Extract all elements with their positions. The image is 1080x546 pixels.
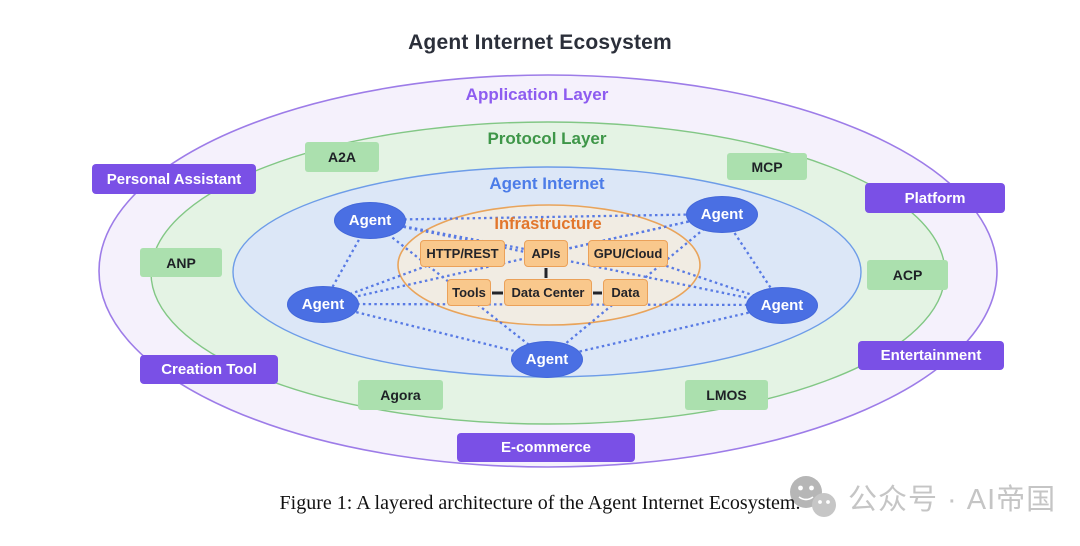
- protocol-layer-label: Protocol Layer: [487, 129, 607, 148]
- application-label-entertainment: Entertainment: [858, 341, 1004, 370]
- agent-node-top-left: Agent: [334, 202, 406, 239]
- infra-node-data-center: Data Center: [504, 279, 592, 306]
- infra-node-data: Data: [603, 279, 648, 306]
- infrastructure-layer-label: Infrastructure: [494, 215, 602, 233]
- agent-node-mid-right: Agent: [746, 287, 818, 324]
- infra-node-tools: Tools: [447, 279, 491, 306]
- wechat-icon: [790, 476, 836, 517]
- application-layer-label: Application Layer: [465, 85, 609, 104]
- watermark-text: 公众号 · AI帝国: [848, 484, 1057, 516]
- protocol-label-a2a: A2A: [305, 142, 379, 172]
- infra-node-connectors: [492, 268, 602, 295]
- agent-node-top-right: Agent: [686, 196, 758, 233]
- protocol-label-agora: Agora: [358, 380, 443, 410]
- infra-node-gpu-cloud: GPU/Cloud: [588, 240, 668, 267]
- protocol-label-lmos: LMOS: [685, 380, 768, 410]
- infra-node-http-rest: HTTP/REST: [420, 240, 505, 267]
- figure-caption: Figure 1: A layered architecture of the …: [279, 492, 801, 514]
- infra-node-apis: APIs: [524, 240, 568, 267]
- watermark: 公众号 · AI帝国: [786, 474, 1056, 520]
- agent-node-bottom: Agent: [511, 341, 583, 378]
- protocol-label-acp: ACP: [867, 260, 948, 290]
- protocol-label-mcp: MCP: [727, 153, 807, 180]
- agent-internet-layer-label: Agent Internet: [489, 174, 605, 193]
- application-label-platform: Platform: [865, 183, 1005, 213]
- application-label-personal-assistant: Personal Assistant: [92, 164, 256, 194]
- application-label-creation-tool: Creation Tool: [140, 355, 278, 384]
- diagram-title: Agent Internet Ecosystem: [408, 31, 672, 54]
- application-label-e-commerce: E-commerce: [457, 433, 635, 462]
- protocol-label-anp: ANP: [140, 248, 222, 277]
- agent-node-mid-left: Agent: [287, 286, 359, 323]
